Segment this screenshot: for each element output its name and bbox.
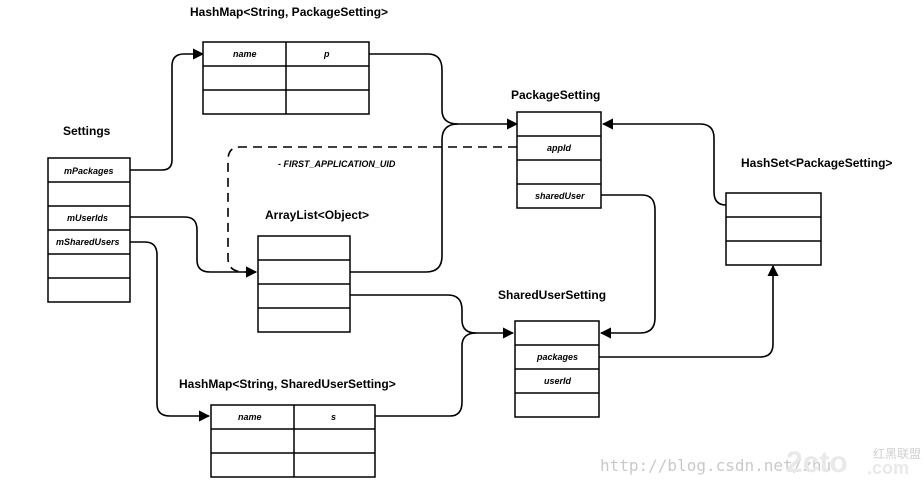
- hashmap-shared-col-name: name: [238, 412, 262, 422]
- settings-field-mshareduser: mSharedUsers: [56, 237, 120, 247]
- settings-title: Settings: [63, 124, 111, 138]
- hashmap-shared-box: [210, 404, 376, 478]
- hashmap-package-col-p: p: [323, 49, 330, 59]
- hashset-node: HashSet<PackageSetting>: [725, 156, 892, 266]
- edge-muserids-to-arraylist: [130, 216, 258, 278]
- arraylist-node: ArrayList<Object>: [257, 208, 369, 333]
- watermark-cn-text: 红黑联盟: [873, 446, 921, 461]
- packagesetting-field-shareduser: sharedUser: [535, 191, 585, 201]
- packagesetting-title: PackageSetting: [511, 88, 600, 102]
- hashmap-shared-title: HashMap<String, SharedUserSetting>: [179, 377, 396, 391]
- hashmap-package-node: HashMap<String, PackageSetting> name p: [190, 5, 388, 115]
- settings-field-mpackages: mPackages: [64, 166, 114, 176]
- edges: [130, 48, 779, 422]
- hashmap-package-col-name: name: [233, 49, 257, 59]
- edge-shareduser-field-to-shareduser: [599, 194, 656, 339]
- edge-hashset-to-packagesetting: [601, 118, 727, 206]
- settings-field-muserids: mUserIds: [67, 213, 108, 223]
- packagesetting-node: PackageSetting appId sharedUser: [511, 88, 602, 209]
- edge-arraylist-to-shareduser: [350, 294, 515, 339]
- edge-appid-to-arraylist-dashed: [227, 146, 517, 278]
- packagesetting-field-appid: appId: [547, 143, 572, 153]
- shareduser-title: SharedUserSetting: [498, 288, 606, 302]
- hashmap-shared-node: HashMap<String, SharedUserSetting> name …: [179, 377, 396, 478]
- edge-hashmap-s-to-shareduser: [375, 332, 477, 417]
- hashmap-shared-col-s: s: [331, 412, 336, 422]
- settings-node: Settings mPackages mUserIds mSharedUsers: [47, 124, 131, 303]
- edge-packages-to-hashset: [599, 264, 779, 358]
- shareduser-field-packages: packages: [536, 352, 578, 362]
- edge-mpackages-to-hashmap: [130, 48, 205, 171]
- arraylist-title: ArrayList<Object>: [265, 208, 369, 222]
- watermark-logo-tld: .com: [867, 458, 909, 478]
- shareduser-node: SharedUserSetting packages userId: [498, 288, 606, 418]
- hashmap-package-title: HashMap<String, PackageSetting>: [190, 5, 388, 19]
- edge-msharedusers-to-hashmap: [130, 241, 211, 422]
- edge-arraylist-to-packagesetting: [350, 123, 459, 273]
- hashset-box: [725, 192, 822, 266]
- watermark-logo: 2cto: [786, 446, 848, 479]
- watermark-url: http://blog.csdn.net/zhu: [600, 456, 831, 475]
- edge-hashmap-p-to-packagesetting: [369, 53, 519, 130]
- watermark: http://blog.csdn.net/zhu 2cto .com 红黑联盟: [600, 446, 921, 479]
- first-application-uid-label: - FIRST_APPLICATION_UID: [278, 159, 396, 169]
- hashset-title: HashSet<PackageSetting>: [741, 156, 892, 170]
- shareduser-field-userid: userId: [544, 376, 572, 386]
